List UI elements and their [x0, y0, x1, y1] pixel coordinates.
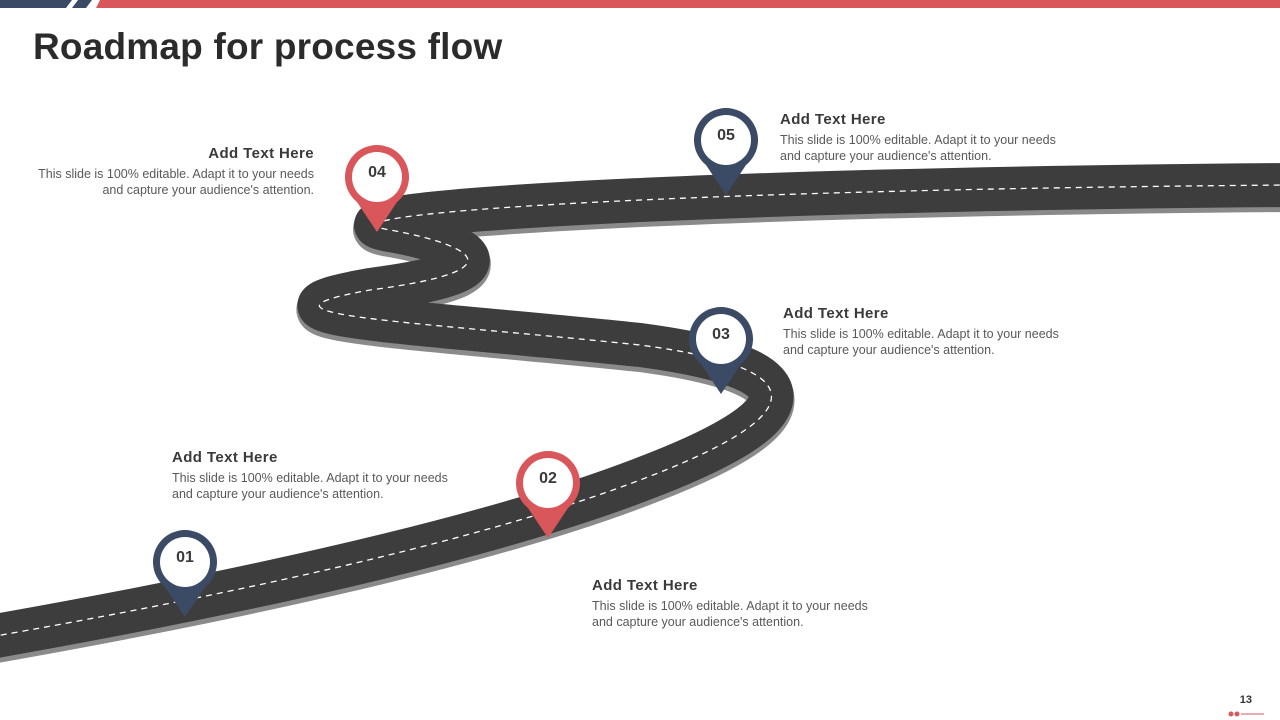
- milestone-marker-03: 03: [687, 306, 755, 396]
- milestone-text-04: Add Text Here This slide is 100% editabl…: [24, 145, 314, 198]
- page-number: 13: [1239, 694, 1252, 706]
- milestone-heading: Add Text Here: [780, 111, 886, 128]
- milestone-number: 02: [539, 470, 557, 487]
- milestone-heading: Add Text Here: [208, 145, 314, 162]
- footer-decoration: [1228, 711, 1264, 717]
- milestone-marker-02: 02: [514, 450, 582, 540]
- milestone-number: 05: [717, 127, 735, 144]
- milestone-marker-05: 05: [692, 107, 760, 197]
- milestone-text-05: Add Text Here This slide is 100% editabl…: [780, 111, 1070, 164]
- milestone-description: This slide is 100% editable. Adapt it to…: [592, 599, 868, 629]
- milestone-number: 03: [712, 326, 730, 343]
- map-pin-icon: [153, 530, 217, 617]
- milestone-heading: Add Text Here: [783, 305, 889, 322]
- milestone-heading: Add Text Here: [172, 449, 278, 466]
- map-pin-icon: [689, 307, 753, 394]
- milestone-marker-01: 01: [151, 529, 219, 619]
- map-pin-icon: [345, 145, 409, 232]
- top-accent-bar: [0, 0, 1280, 8]
- page-title: Roadmap for process flow: [33, 26, 503, 67]
- map-pin-icon: [516, 451, 580, 538]
- milestone-description: This slide is 100% editable. Adapt it to…: [783, 327, 1059, 357]
- milestone-marker-04: 04: [343, 144, 411, 234]
- milestone-text-02: Add Text Here This slide is 100% editabl…: [592, 577, 882, 630]
- milestone-number: 04: [368, 164, 386, 181]
- milestone-description: This slide is 100% editable. Adapt it to…: [172, 471, 448, 501]
- milestone-description: This slide is 100% editable. Adapt it to…: [38, 167, 314, 197]
- milestone-text-03: Add Text Here This slide is 100% editabl…: [783, 305, 1073, 358]
- milestone-heading: Add Text Here: [592, 577, 698, 594]
- map-pin-icon: [694, 108, 758, 195]
- milestone-number: 01: [176, 549, 194, 566]
- milestone-text-01: Add Text Here This slide is 100% editabl…: [172, 449, 462, 502]
- milestone-description: This slide is 100% editable. Adapt it to…: [780, 133, 1056, 163]
